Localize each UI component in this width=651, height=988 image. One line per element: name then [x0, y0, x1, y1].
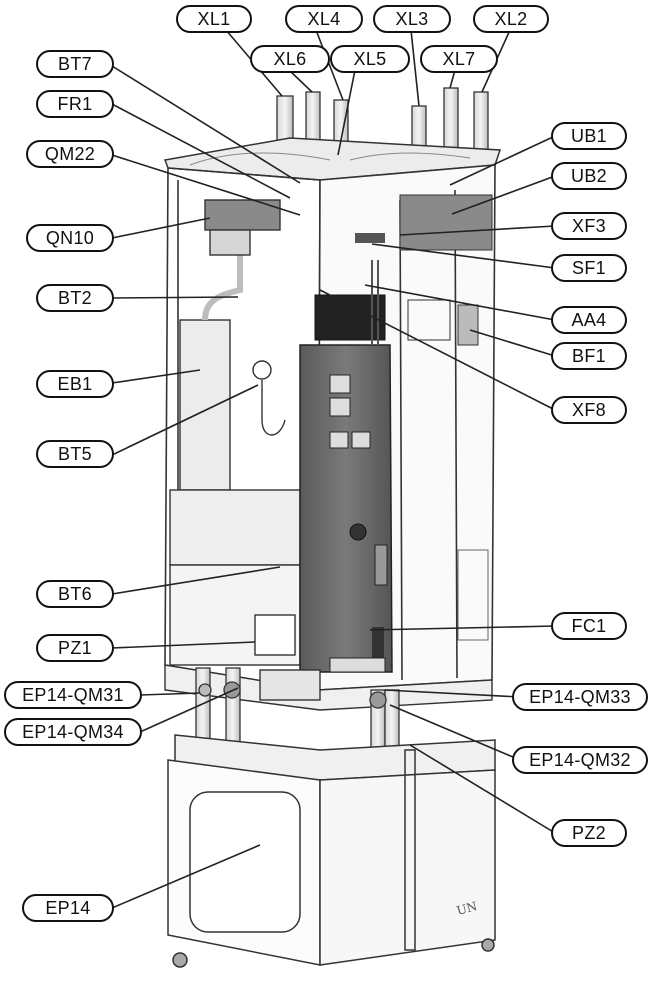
label-eb1: EB1 [36, 370, 114, 398]
left-internals [169, 199, 301, 666]
label-qn10: QN10 [26, 224, 114, 252]
right-column-detail [399, 194, 493, 641]
label-fr1: FR1 [36, 90, 114, 118]
bottom-module [167, 734, 496, 968]
label-bt6: BT6 [36, 580, 114, 608]
label-xl4: XL4 [285, 5, 363, 33]
label-xl6: XL6 [250, 45, 330, 73]
label-xl7: XL7 [420, 45, 498, 73]
label-ep14-qm31: EP14-QM31 [4, 681, 142, 709]
label-bt2: BT2 [36, 284, 114, 312]
label-xl3: XL3 [373, 5, 451, 33]
label-pz1: PZ1 [36, 634, 114, 662]
label-ub1: UB1 [551, 122, 627, 150]
un-marking: UN [455, 899, 479, 918]
label-ep14-qm34: EP14-QM34 [4, 718, 142, 746]
label-bt5: BT5 [36, 440, 114, 468]
label-ep14-qm33: EP14-QM33 [512, 683, 648, 711]
label-xf3: XF3 [551, 212, 627, 240]
label-qm22: QM22 [26, 140, 114, 168]
label-xl1: XL1 [176, 5, 252, 33]
label-pz2: PZ2 [551, 819, 627, 847]
leader-lines [111, 29, 556, 909]
label-bf1: BF1 [551, 342, 627, 370]
label-bt7: BT7 [36, 50, 114, 78]
label-fc1: FC1 [551, 612, 627, 640]
label-aa4: AA4 [551, 306, 627, 334]
control-panel [299, 233, 393, 673]
lower-bridge [164, 664, 493, 711]
label-xl5: XL5 [330, 45, 410, 73]
label-ub2: UB2 [551, 162, 627, 190]
label-ep14: EP14 [22, 894, 114, 922]
label-sf1: SF1 [551, 254, 627, 282]
label-ep14-qm32: EP14-QM32 [512, 746, 648, 774]
label-xl2: XL2 [473, 5, 549, 33]
label-xf8: XF8 [551, 396, 627, 424]
